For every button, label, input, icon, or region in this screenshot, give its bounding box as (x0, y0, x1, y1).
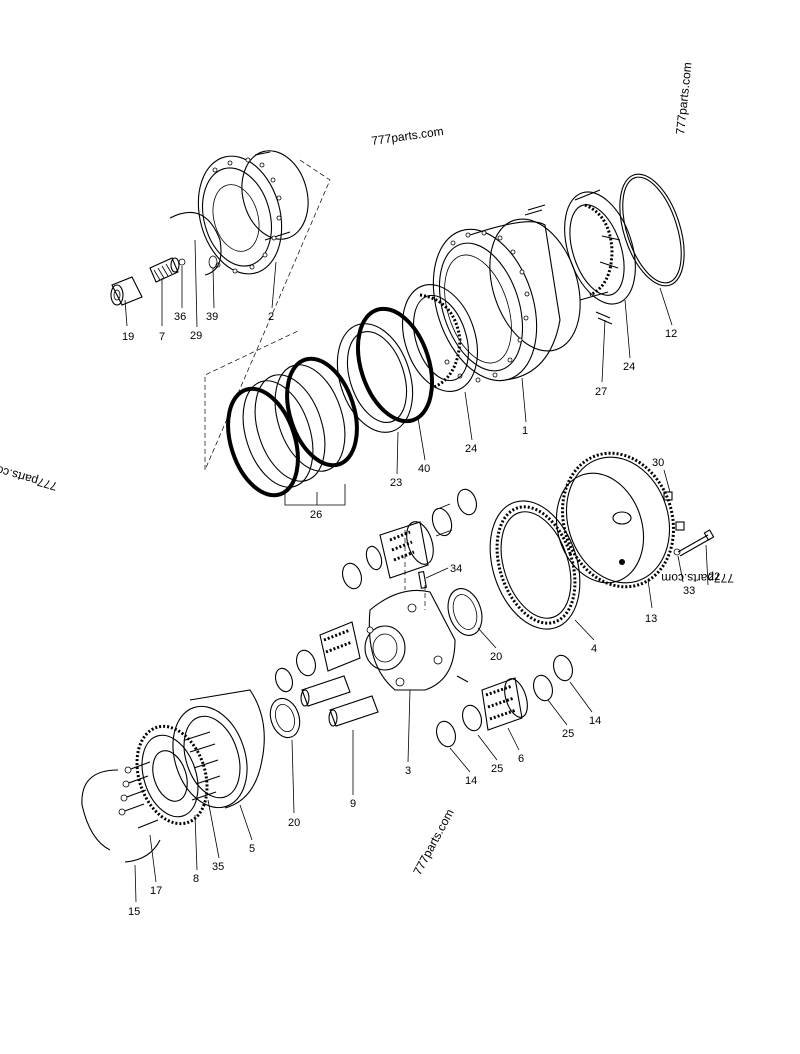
leader-lines (124, 239, 709, 903)
part-pin-small (456, 675, 469, 683)
part-4-ring-gear (489, 500, 581, 630)
callout-20-upper: 20 (490, 651, 502, 663)
part-26-seal-set (226, 356, 359, 498)
watermark-bottom: 777parts.com (410, 807, 456, 878)
callout-19: 19 (122, 331, 134, 343)
callout-35: 35 (212, 861, 224, 873)
callout-2: 2 (268, 311, 274, 323)
part-14-washers (435, 654, 574, 748)
part-27-studs (524, 204, 621, 325)
callout-27: 27 (595, 386, 607, 398)
part-33-washer (673, 521, 685, 556)
part-35-bolts (184, 731, 221, 801)
callout-7: 7 (159, 331, 165, 343)
part-6-planet-gear (481, 677, 528, 731)
part-36-pin (178, 258, 186, 266)
callout-5: 5 (249, 843, 255, 855)
callout-14-right: 14 (589, 715, 601, 727)
part-40-o-ring (356, 306, 434, 424)
callout-4: 4 (591, 643, 597, 655)
callout-23: 23 (390, 477, 402, 489)
part-12-o-ring (619, 173, 685, 287)
part-29-shim (208, 255, 218, 269)
part-34-pin (418, 570, 427, 589)
part-15-snap-ring (81, 769, 161, 863)
callout-29: 29 (190, 330, 202, 342)
watermark-cover-flipped: 777parts.com (661, 571, 734, 585)
watermark-right-vertical: 777parts.com (673, 62, 695, 136)
part-17-studs (118, 761, 159, 829)
callout-3: 3 (405, 765, 411, 777)
part-3-carrier (364, 589, 456, 691)
callout-8: 8 (193, 873, 199, 885)
callout-20-lower: 20 (288, 817, 300, 829)
callout-9: 9 (350, 798, 356, 810)
callout-15: 15 (128, 906, 140, 918)
callout-24-lower: 24 (465, 443, 477, 455)
watermark-left-flipped: 777parts.com (0, 460, 59, 493)
part-23-seal (336, 323, 414, 433)
callout-33: 33 (683, 585, 695, 597)
callout-1: 1 (522, 425, 528, 437)
part-1-drum (432, 218, 581, 383)
part-gear-upper (341, 488, 478, 590)
part-9-shafts (300, 675, 379, 727)
callout-30: 30 (652, 457, 664, 469)
drum-bolt-holes (444, 230, 530, 383)
part-20-thrust-washer-upper (447, 588, 483, 636)
callout-24-upper: 24 (623, 361, 635, 373)
watermark-top: 777parts.com (370, 124, 444, 148)
part-30-plug (663, 491, 673, 501)
part-gear-middle (274, 621, 361, 693)
callout-17: 17 (150, 885, 162, 897)
part-19-coupling (110, 276, 143, 306)
part-39-ring (169, 211, 222, 276)
callout-36: 36 (174, 311, 186, 323)
callout-labels: 19 7 36 29 39 2 12 24 27 1 24 40 23 26 3… (122, 311, 720, 918)
part-24-bearing-upper (564, 189, 636, 305)
callout-25-right: 25 (562, 728, 574, 740)
callout-6: 6 (518, 753, 524, 765)
part-22-bolt (677, 529, 715, 557)
callout-13: 13 (645, 613, 657, 625)
assembly-guide-lines (204, 159, 426, 610)
part-25-bearings (461, 674, 554, 732)
callout-12: 12 (665, 328, 677, 340)
part-20-thrust-washer-lower (269, 697, 301, 739)
callout-25-left: 25 (491, 763, 503, 775)
callout-34: 34 (450, 563, 462, 575)
callout-26: 26 (310, 509, 322, 521)
part-5-hub (172, 689, 265, 809)
callout-39: 39 (206, 311, 218, 323)
callout-14-left: 14 (465, 775, 477, 787)
callout-22: 22 (708, 571, 720, 583)
part-24-bearing-lower (402, 284, 478, 392)
part-2-housing (197, 150, 309, 275)
callout-40: 40 (418, 463, 430, 475)
part-8-sprocket (135, 724, 209, 826)
part-7-shaft (149, 257, 180, 283)
